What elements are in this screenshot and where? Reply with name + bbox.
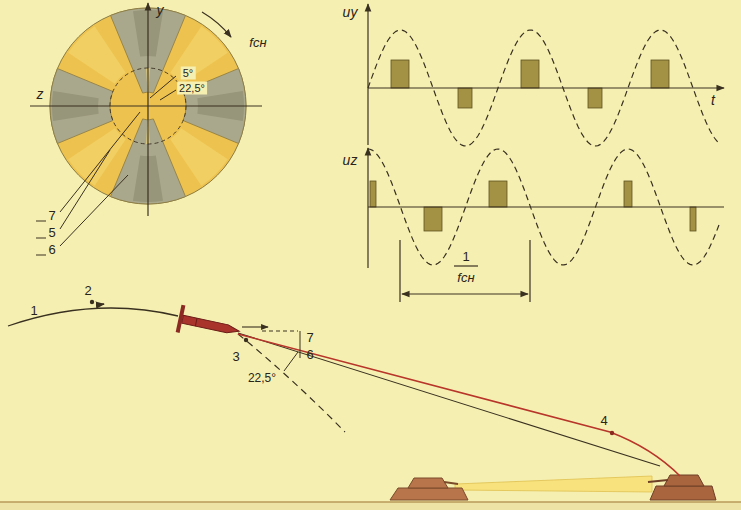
- trajectories-part: [284, 352, 298, 371]
- disk-axes: [30, 3, 262, 216]
- disk-axes-part: [30, 105, 262, 106]
- trajectories-part: [610, 431, 614, 435]
- leader-lines-part: [60, 175, 128, 246]
- callout-label: uz: [343, 153, 358, 167]
- graph-axes-part: [367, 148, 368, 268]
- trajectories-part: [96, 304, 104, 305]
- ground-scene-part: [0, 501, 741, 503]
- modulator-disk-part: [68, 26, 126, 84]
- disk-axes-part: [202, 12, 231, 37]
- modulator-disk-part: [68, 128, 126, 186]
- signal-pulse: [521, 60, 539, 88]
- signal-pulse: [458, 88, 472, 108]
- callout-label: 2: [84, 284, 91, 297]
- graph-axes: [368, 4, 724, 302]
- ground-scene-part: [455, 476, 652, 492]
- modulator-disk-part: [170, 26, 228, 84]
- callout-label: fсн: [249, 36, 266, 49]
- leader-lines: [36, 76, 176, 255]
- callout-label: 6: [48, 243, 55, 256]
- graph-axes-part: [454, 265, 478, 266]
- leader-lines-part: [36, 238, 46, 239]
- leader-lines-part: [160, 90, 176, 100]
- graph-axes-part: [367, 4, 368, 145]
- callout-label: 1: [462, 250, 469, 263]
- signal-pulse: [624, 181, 632, 207]
- graph-axes-part: [368, 87, 724, 88]
- callout-label: fсн: [457, 271, 474, 284]
- callout-label: t: [711, 93, 715, 107]
- launcher-tank-part: [390, 488, 468, 500]
- target-tank-part: [648, 480, 668, 482]
- trajectories-part: [262, 331, 298, 332]
- missile: [176, 305, 242, 345]
- trajectories-part: [300, 331, 301, 358]
- graph-axes-part: [368, 206, 724, 207]
- graph-axes-part: [399, 240, 400, 302]
- launcher-tank-part: [444, 482, 458, 484]
- trajectories: [8, 300, 680, 476]
- callout-label: 7: [48, 209, 55, 222]
- trajectories-part: [238, 333, 660, 466]
- ground-scene-part: [0, 502, 741, 510]
- missile-part: [182, 315, 240, 335]
- signal-pulse: [370, 181, 376, 207]
- missile-part: [195, 318, 197, 326]
- signal-pulse: [391, 60, 409, 88]
- callout-label: 5°: [181, 67, 196, 80]
- leader-lines-part: [60, 150, 110, 229]
- callout-label: z: [37, 87, 44, 101]
- trajectories-part: [242, 326, 268, 327]
- launcher-tank: [390, 478, 468, 500]
- callout-label: 22,5°: [177, 82, 207, 95]
- signal-pulse: [489, 181, 507, 207]
- callout-label: uy: [343, 5, 358, 19]
- signal-pulse: [424, 207, 442, 231]
- target-tank-part: [650, 486, 716, 500]
- signal-pulse: [651, 60, 669, 88]
- graph-axes-part: [529, 240, 530, 302]
- signal-pulse: [588, 88, 602, 108]
- callout-label: 1: [30, 304, 37, 317]
- graph-axes-part: [402, 293, 528, 294]
- trajectories-part: [244, 338, 248, 342]
- trajectories-part: [90, 300, 94, 304]
- leader-lines-part: [36, 221, 46, 222]
- callout-label: 3: [230, 349, 241, 364]
- callout-label: 7: [306, 331, 313, 344]
- launcher-tank-part: [408, 478, 448, 488]
- modulator-disk-part: [170, 128, 228, 186]
- target-tank: [648, 475, 716, 500]
- signal-pulse: [690, 207, 696, 231]
- callout-label: y: [157, 3, 164, 17]
- callout-label: 5: [48, 226, 55, 239]
- callout-label: 4: [600, 414, 607, 427]
- ground-scene: [0, 475, 741, 510]
- missile-part: [176, 305, 186, 333]
- target-tank-part: [664, 475, 704, 486]
- leader-lines-part: [60, 112, 140, 212]
- signal-graphs: [368, 30, 720, 265]
- callout-label: 22,5°: [248, 372, 276, 384]
- leader-lines-part: [150, 76, 176, 98]
- disk-axes-part: [147, 3, 148, 216]
- leader-lines-part: [36, 255, 46, 256]
- callout-label: 6: [306, 348, 313, 361]
- trajectories-part: [238, 334, 680, 476]
